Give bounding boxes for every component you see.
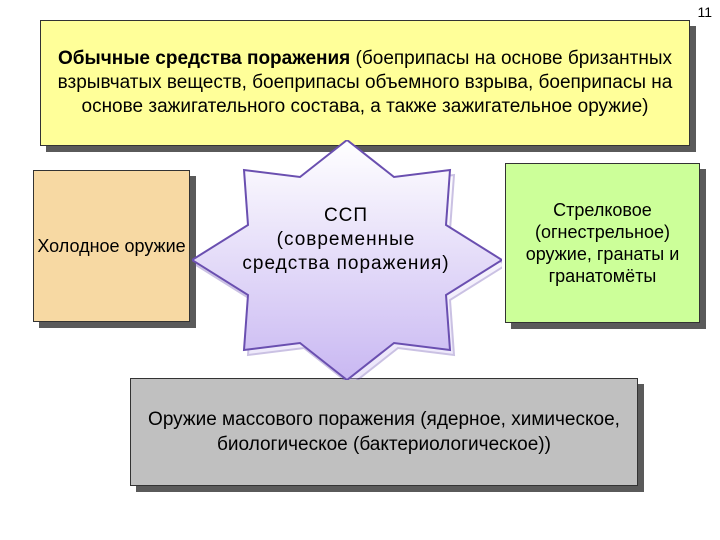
conventional-weapons-details: (боеприпасы на основе бризантных взрывча… — [57, 48, 673, 117]
conventional-weapons-title: Обычные средства поражения — [57, 48, 351, 69]
mass-destruction-details: (ядерное, химическое, биологическое (бак… — [217, 409, 620, 455]
ssp-subtitle: (современные средства поражения) — [242, 229, 450, 274]
mass-destruction-text: Оружие массового поражения (ядерное, хим… — [145, 407, 623, 457]
conventional-weapons-box: Обычные средства поражения (боеприпасы н… — [40, 20, 690, 146]
ssp-star-shape — [192, 140, 502, 380]
cold-weapons-label: Холодное оружие — [37, 236, 186, 256]
small-arms-box: Стрелковое (огнестрельное) оружие, грана… — [505, 163, 700, 323]
mass-destruction-title: Оружие массового поражения — [148, 409, 415, 430]
conventional-weapons-text: Обычные средства поражения (боеприпасы н… — [51, 47, 679, 119]
mass-destruction-box: Оружие массового поражения (ядерное, хим… — [130, 378, 638, 486]
small-arms-label: Стрелковое (огнестрельное) оружие, грана… — [525, 200, 680, 286]
ssp-text: ССП (современные средства поражения) — [240, 180, 452, 300]
slide-number: 11 — [697, 4, 712, 20]
ssp-title: ССП — [323, 205, 369, 226]
cold-weapons-box: Холодное оружие — [33, 170, 190, 322]
